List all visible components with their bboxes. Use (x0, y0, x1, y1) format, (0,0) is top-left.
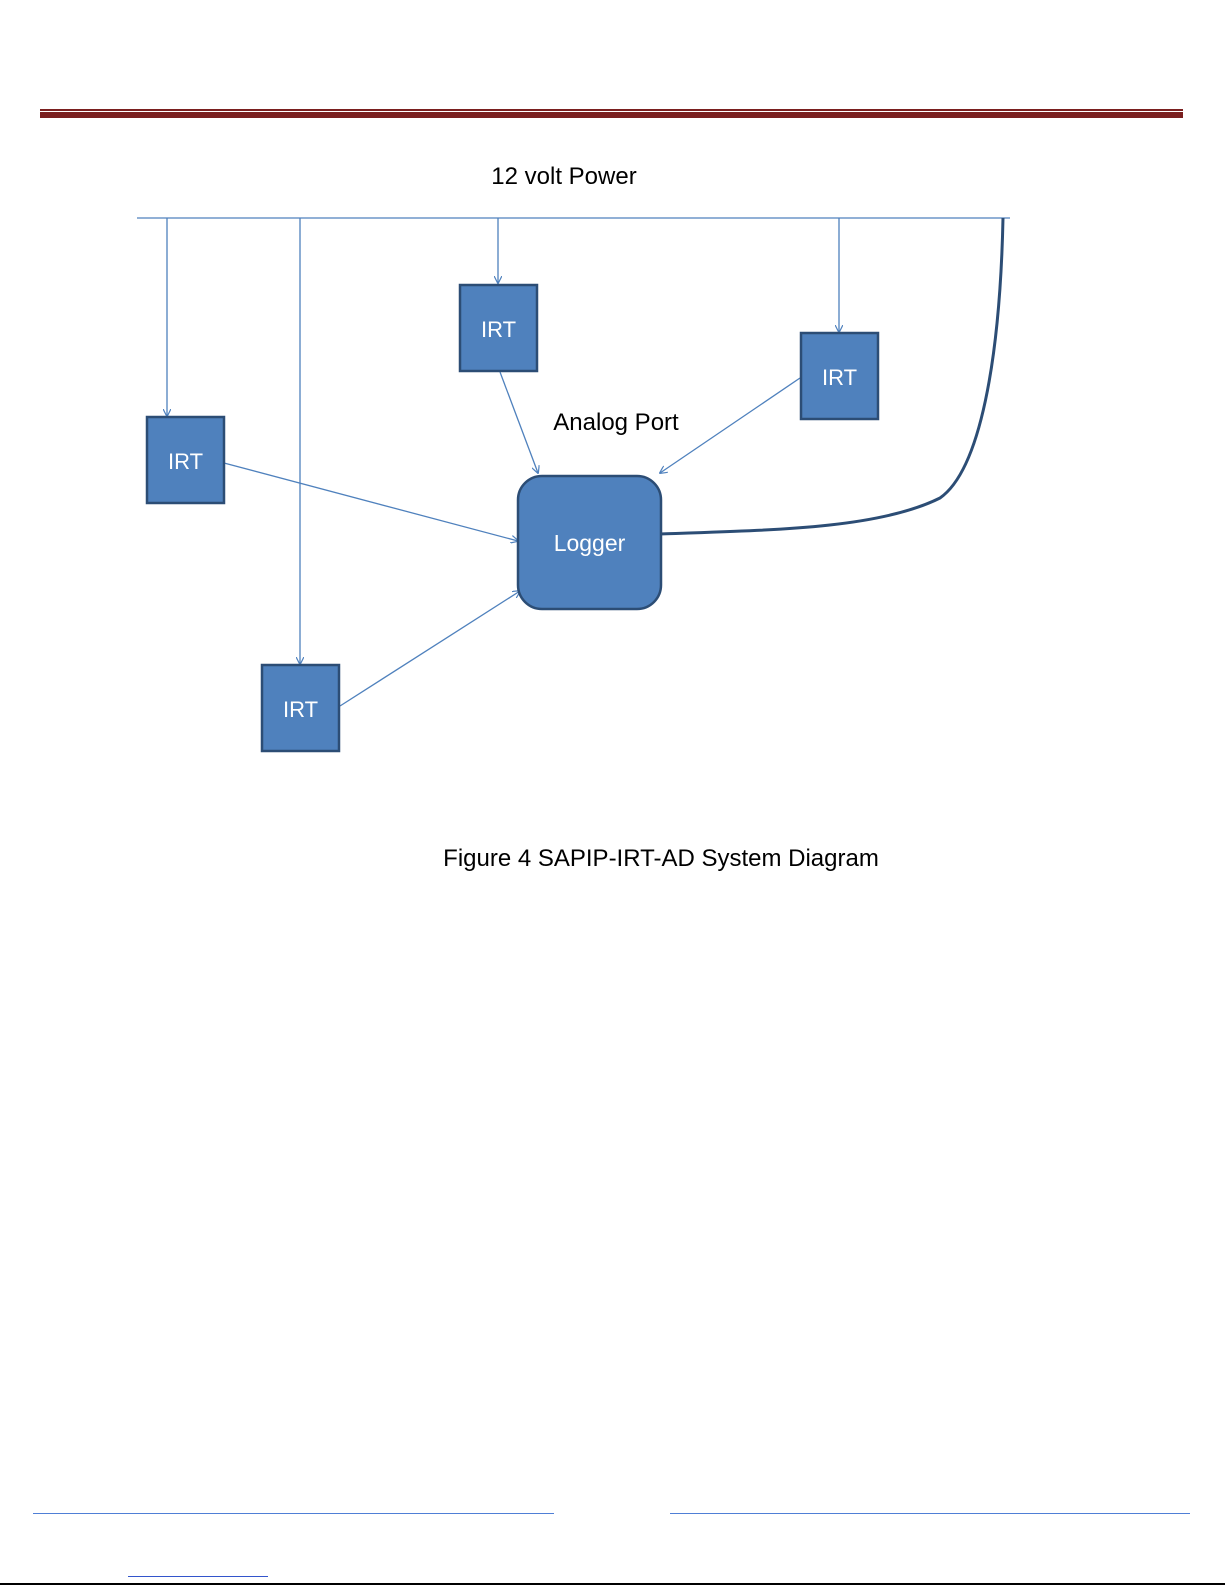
signal-arrow (340, 591, 520, 706)
footer-rule-left (33, 1513, 554, 1514)
footer-link-underline (128, 1576, 268, 1577)
irt-node: IRT (801, 333, 878, 419)
analog-port-label: Analog Port (553, 409, 679, 436)
logger-node: Logger (518, 476, 661, 609)
irt-label: IRT (822, 365, 857, 390)
system-diagram: IRT IRT IRT IRT Logger 12 volt Power Ana… (0, 0, 1225, 900)
signal-arrow (500, 372, 538, 473)
figure-caption: Figure 4 SAPIP-IRT-AD System Diagram (443, 845, 879, 872)
power-label: 12 volt Power (491, 163, 636, 190)
footer-rule-right (670, 1513, 1190, 1514)
signal-arrow (660, 378, 800, 473)
irt-label: IRT (283, 697, 318, 722)
irt-node: IRT (262, 665, 339, 751)
irt-node: IRT (460, 285, 537, 371)
irt-label: IRT (481, 317, 516, 342)
signal-arrow (224, 463, 518, 541)
logger-label: Logger (554, 530, 626, 556)
irt-node: IRT (147, 417, 224, 503)
irt-label: IRT (168, 449, 203, 474)
